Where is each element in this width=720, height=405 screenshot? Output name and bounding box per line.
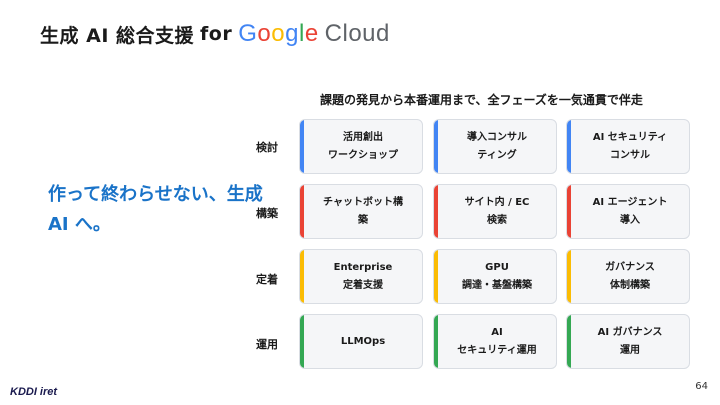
logo-letter: g [285, 20, 299, 47]
card-accent-bar [567, 120, 571, 173]
card-label: Enterprise 定着支援 [333, 261, 393, 291]
service-card: 導入コンサル ティング [433, 119, 557, 174]
service-card: AI ガバナンス 運用 [566, 314, 690, 369]
card-label: LLMOps [340, 335, 386, 347]
row-label-kento: 検討 [256, 141, 278, 154]
card-label: AI エージェント 導入 [592, 196, 668, 226]
card-accent-bar [300, 250, 304, 303]
service-card: チャットボット構 築 [299, 184, 423, 239]
google-cloud-logo: G o o g l e Cloud [238, 20, 390, 48]
card-label: AI セキュリティ運用 [457, 326, 537, 356]
card-accent-bar [434, 250, 438, 303]
card-accent-bar [300, 185, 304, 238]
card-label: ガバナンス 体制構築 [605, 261, 655, 291]
card-accent-bar [567, 250, 571, 303]
service-card: 活用創出 ワークショップ [299, 119, 423, 174]
card-accent-bar [567, 185, 571, 238]
card-label: チャットボット構 築 [323, 196, 403, 226]
logo-letter: o [257, 20, 272, 47]
card-label: GPU 調達・基盤構築 [462, 261, 532, 291]
row-label-kouchiku: 構築 [256, 207, 278, 220]
row-label-teichaku: 定着 [256, 273, 278, 286]
title-main: 生成 AI 総合支援 [40, 24, 195, 47]
service-card: AI セキュリティ運用 [433, 314, 557, 369]
card-accent-bar [300, 315, 304, 368]
logo-letter: o [271, 20, 286, 47]
service-card: GPU 調達・基盤構築 [433, 249, 557, 304]
card-label: 導入コンサル ティング [467, 131, 527, 161]
logo-cloud-text: Cloud [324, 20, 390, 47]
card-accent-bar [300, 120, 304, 173]
card-label: AI ガバナンス 運用 [597, 326, 663, 356]
card-accent-bar [434, 315, 438, 368]
tagline: 作って終わらせない、生成 AI へ。 [48, 184, 263, 235]
page-title: 生成 AI 総合支援 for G o o g l e Cloud [40, 14, 390, 54]
logo-letter: l [298, 20, 305, 47]
card-accent-bar [567, 315, 571, 368]
service-card: ガバナンス 体制構築 [566, 249, 690, 304]
title-for: for [200, 23, 233, 45]
service-card: LLMOps [299, 314, 423, 369]
logo-iret: iret [39, 386, 58, 398]
card-accent-bar [434, 120, 438, 173]
subtitle: 課題の発見から本番運用まで、全フェーズを一気通貫で伴走 [320, 93, 643, 107]
card-label: サイト内 / EC 検索 [464, 196, 530, 226]
logo-kddi: KDDI [10, 386, 37, 398]
page-number: 64 [695, 381, 708, 392]
logo-letter: G [238, 20, 258, 47]
logo-letter: e [304, 20, 319, 47]
service-card: Enterprise 定着支援 [299, 249, 423, 304]
card-accent-bar [434, 185, 438, 238]
service-card: AI セキュリティ コンサル [566, 119, 690, 174]
service-card: AI エージェント 導入 [566, 184, 690, 239]
row-label-unyou: 運用 [256, 338, 278, 351]
card-label: AI セキュリティ コンサル [592, 131, 668, 161]
service-card: サイト内 / EC 検索 [433, 184, 557, 239]
card-label: 活用創出 ワークショップ [328, 131, 398, 161]
